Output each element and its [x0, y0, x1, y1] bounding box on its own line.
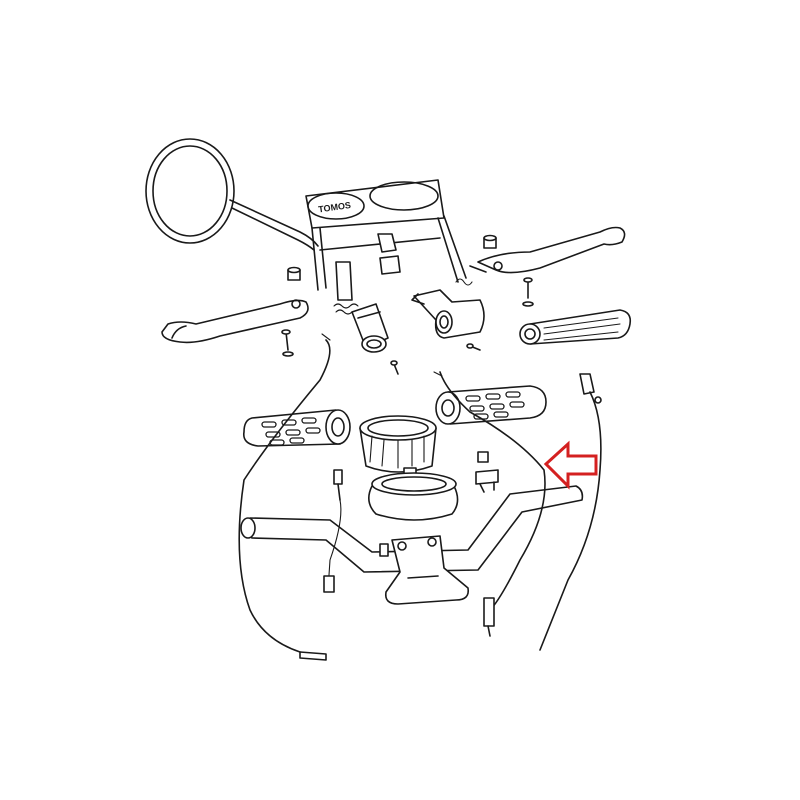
wiring-harness-left — [323, 499, 342, 593]
throttle-cable — [433, 371, 546, 637]
rear-view-mirror — [145, 138, 319, 251]
handlebar-clamp-plate — [379, 535, 470, 605]
throttle-tube — [519, 309, 632, 345]
speedometer-housing — [368, 472, 459, 521]
left-clutch-lever — [161, 299, 309, 344]
left-switch-housing — [351, 303, 389, 353]
speedometer-gauge — [359, 415, 437, 479]
right-handlebar-grip — [435, 385, 547, 425]
bulb-socket-right — [475, 451, 499, 493]
front-brake-cable — [539, 373, 602, 651]
brand-label: TOMOS — [318, 200, 352, 214]
left-handlebar-grip — [242, 409, 351, 447]
fasteners — [281, 233, 534, 375]
clutch-cable — [238, 333, 331, 661]
red-pointer-arrow — [543, 440, 598, 490]
bulb-socket-left — [333, 469, 343, 501]
throttle-housing — [411, 289, 485, 339]
right-brake-lever — [469, 226, 626, 274]
